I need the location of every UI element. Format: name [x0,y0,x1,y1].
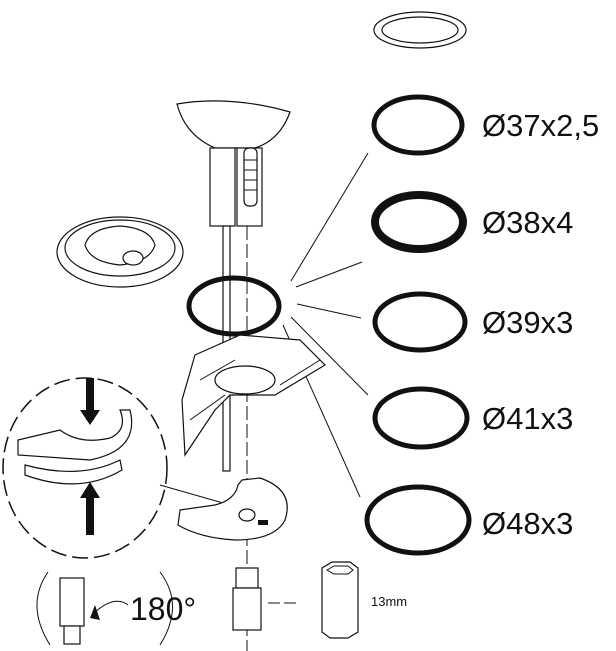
o-ring-37 [371,94,465,156]
ring-label-38: Ø38x4 [482,205,573,240]
arrow-down-icon [86,378,94,420]
hex-socket-13mm: 13mm [321,561,407,639]
o-ring-48 [364,484,472,556]
retaining-clip [177,477,288,541]
detail-magnifier [2,377,231,559]
o-ring-41 [372,386,470,450]
ring-label-41: Ø41x3 [482,401,573,436]
leader-lines [282,152,369,498]
escutcheon-cap [56,216,184,288]
rotate-arrow-icon [90,605,100,620]
countertop-section [181,334,326,457]
o-ring-39 [372,291,468,353]
ring-label-48: Ø48x3 [482,506,573,541]
rotation-detail: 180° [36,571,196,646]
ring-label-37: Ø37x2,5 [482,108,599,143]
wrench-size-label: 13mm [371,594,407,609]
flat-washer [373,11,467,49]
arrow-up-icon [86,495,94,535]
ring-label-39: Ø39x3 [482,305,573,340]
o-ring-38 [371,191,467,253]
rotation-label: 180° [130,591,196,627]
stem-o-ring [186,275,282,337]
threaded-insert [232,567,300,631]
